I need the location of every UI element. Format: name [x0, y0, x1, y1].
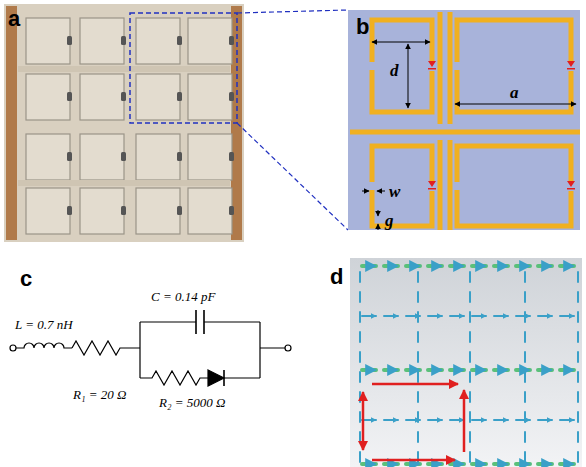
- resistor-symbol: [72, 341, 140, 355]
- component-label: R₁ = 20 Ω: [72, 388, 127, 401]
- diode-symbol: [208, 370, 224, 386]
- equivalent-circuit: [10, 310, 291, 386]
- unit-cell-layout: [348, 10, 580, 230]
- panel-letter: b: [356, 16, 369, 38]
- capacitor-symbol: [196, 310, 204, 334]
- resistor-symbol: [140, 371, 208, 385]
- component-label: C = 0.14 pF: [150, 290, 216, 303]
- zoom-line: [237, 123, 348, 230]
- dimension-label: d: [390, 62, 399, 79]
- zoom-line: [237, 10, 348, 13]
- panel-letter: d: [330, 266, 343, 288]
- dimension-label: g: [385, 212, 394, 229]
- dimension-label: w: [389, 183, 400, 200]
- component-label: R₂ = 5000 Ω: [158, 396, 226, 409]
- current-distribution: [350, 258, 582, 467]
- panel-letter: a: [8, 8, 20, 30]
- board-photo: [4, 4, 244, 242]
- component-label: L = 0.7 nH: [14, 318, 74, 331]
- inductor-symbol: [16, 343, 72, 348]
- zoom-box: [130, 13, 237, 123]
- dimension-label: a: [510, 84, 519, 101]
- panel-letter: c: [20, 268, 32, 290]
